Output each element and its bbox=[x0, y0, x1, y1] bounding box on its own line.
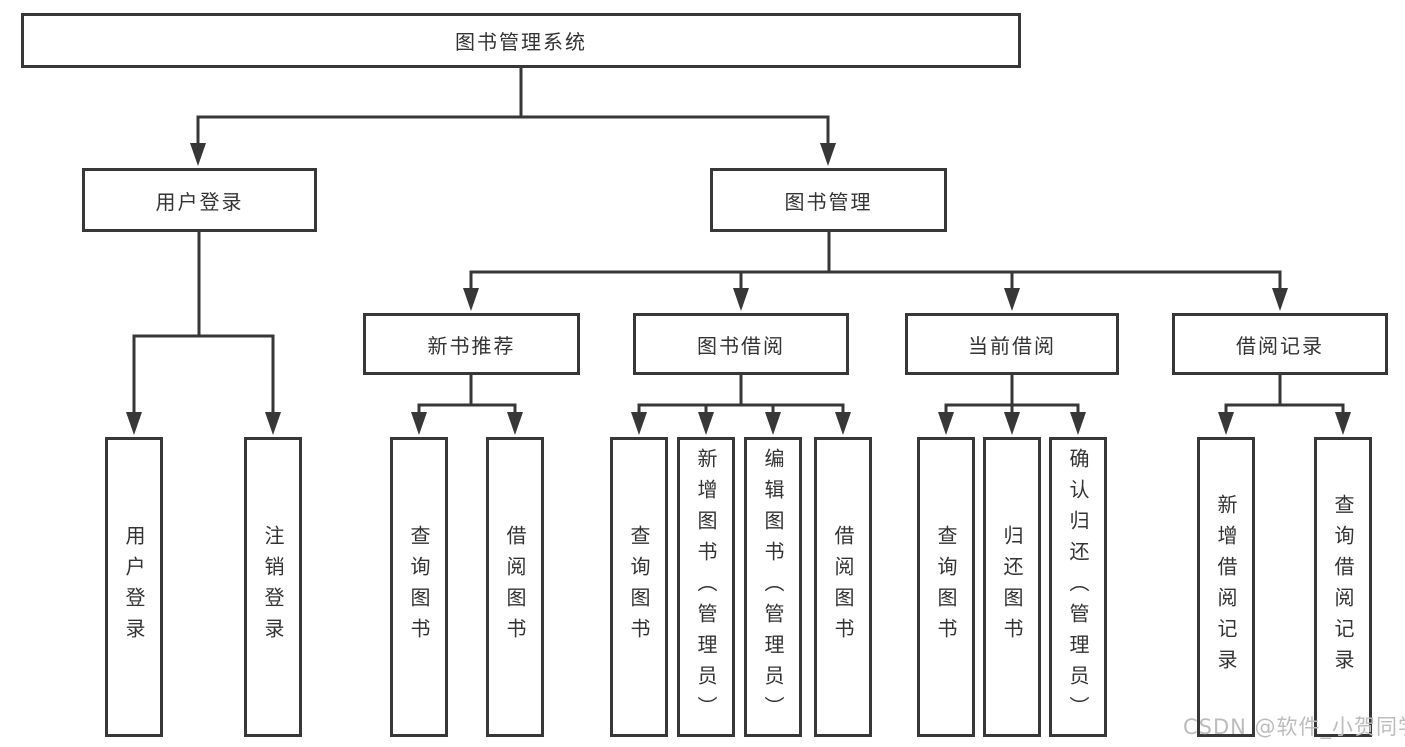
node-label: 当前借阅 bbox=[968, 333, 1056, 358]
node-label: 新增图书（管理员） bbox=[694, 447, 718, 727]
node-book-borrow: 图书借阅 bbox=[633, 313, 849, 375]
connector-book-management-children bbox=[469, 230, 1282, 294]
node-user-login-action: 用户登录 bbox=[105, 437, 163, 737]
connector-borrow-children bbox=[637, 373, 845, 418]
node-recommend-query-books: 查询图书 bbox=[390, 437, 448, 737]
node-label: 用户登录 bbox=[155, 189, 244, 214]
node-label: 用户登录 bbox=[122, 525, 146, 649]
node-confirm-return-admin: 确认归还（管理员） bbox=[1049, 437, 1107, 737]
node-return-books: 归还图书 bbox=[983, 437, 1041, 737]
connector-user-login-children bbox=[132, 230, 275, 418]
node-label: 借阅图书 bbox=[831, 525, 855, 649]
node-label: 查询图书 bbox=[407, 525, 431, 649]
node-add-borrow-record: 新增借阅记录 bbox=[1197, 437, 1255, 737]
node-add-books-admin: 新增图书（管理员） bbox=[677, 437, 735, 737]
node-recommend-borrow-books: 借阅图书 bbox=[486, 437, 544, 737]
node-label: 编辑图书（管理员） bbox=[761, 447, 785, 727]
node-logout: 注销登录 bbox=[244, 437, 302, 737]
connector-root-to-level2 bbox=[196, 66, 830, 148]
node-label: 借阅记录 bbox=[1236, 333, 1324, 358]
node-label: 确认归还（管理员） bbox=[1066, 447, 1090, 727]
node-user-login-group: 用户登录 bbox=[82, 168, 317, 232]
node-label: 查询借阅记录 bbox=[1331, 494, 1355, 680]
node-label: 查询图书 bbox=[627, 525, 651, 649]
csdn-watermark: CSDN @软件_小贺同学 bbox=[1183, 715, 1405, 739]
connector-records-children bbox=[1224, 373, 1345, 418]
node-current-borrow: 当前借阅 bbox=[905, 313, 1119, 375]
node-label: 归还图书 bbox=[1000, 525, 1024, 649]
node-label: 注销登录 bbox=[261, 525, 285, 649]
node-borrow-borrow-books: 借阅图书 bbox=[814, 437, 872, 737]
node-library-management-system: 图书管理系统 bbox=[21, 13, 1021, 68]
node-edit-books-admin: 编辑图书（管理员） bbox=[744, 437, 802, 737]
node-label: 新增借阅记录 bbox=[1214, 494, 1238, 680]
node-book-management: 图书管理 bbox=[710, 168, 947, 232]
connector-current-children bbox=[944, 373, 1080, 418]
node-label: 查询图书 bbox=[934, 525, 958, 649]
node-label: 借阅图书 bbox=[503, 525, 527, 649]
node-borrow-records: 借阅记录 bbox=[1172, 313, 1388, 375]
node-label: 新书推荐 bbox=[427, 333, 516, 358]
node-current-query-books: 查询图书 bbox=[917, 437, 975, 737]
node-label: 图书管理系统 bbox=[455, 30, 587, 54]
node-new-book-recommend: 新书推荐 bbox=[363, 313, 580, 375]
arrowheads bbox=[126, 143, 1351, 435]
node-query-borrow-record: 查询借阅记录 bbox=[1314, 437, 1372, 737]
connector-recommend-children bbox=[417, 373, 517, 418]
node-label: 图书借阅 bbox=[697, 333, 785, 358]
node-borrow-query-books: 查询图书 bbox=[610, 437, 668, 737]
node-label: 图书管理 bbox=[784, 189, 873, 214]
